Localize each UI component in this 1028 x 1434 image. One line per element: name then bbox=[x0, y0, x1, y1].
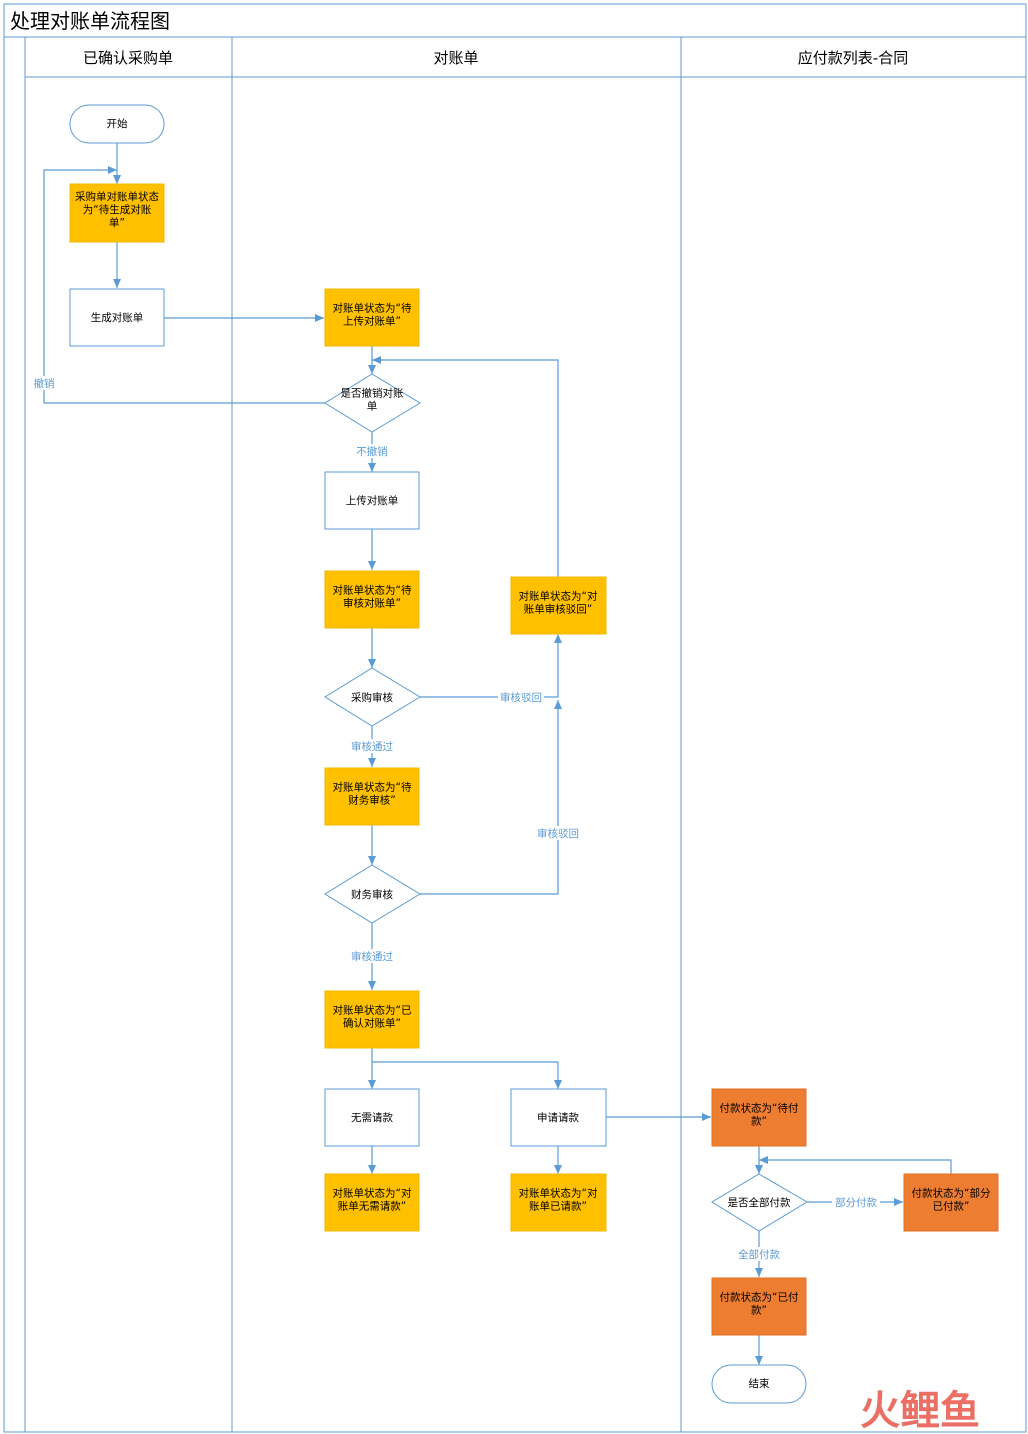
edge-label-full: 全部付款 bbox=[738, 1248, 780, 1261]
paid-box: 付款状态为“已付款” bbox=[711, 1277, 807, 1336]
edge-label-purchase-reject: 审核驳回 bbox=[500, 691, 542, 704]
node-label-confirmed: 对账单状态为“已确认对账单” bbox=[333, 1004, 412, 1030]
po-status-box: 采购单对账单状态为“待生成对账单” bbox=[69, 183, 165, 243]
generate-statement-box: 生成对账单 bbox=[69, 288, 165, 347]
upload-statement-box: 上传对账单 bbox=[324, 471, 420, 530]
partial-paid-box: 付款状态为“部分已付款” bbox=[903, 1173, 999, 1232]
watermark-logo: 火鲤鱼 bbox=[860, 1388, 980, 1434]
revoke-decision: 是否撤销对账单 bbox=[324, 373, 421, 433]
purchase-audit-decision: 采购审核 bbox=[324, 667, 421, 727]
edge-label-not-revoke: 不撤销 bbox=[356, 445, 388, 458]
node-label-end: 结束 bbox=[749, 1377, 770, 1390]
node-label-generate: 生成对账单 bbox=[91, 311, 144, 324]
node-label-rejected: 对账单状态为“对账单审核驳回” bbox=[519, 590, 598, 616]
node-label-pending-pay: 付款状态为“待付款” bbox=[720, 1102, 799, 1128]
pending-audit-box: 对账单状态为“待审核对账单” bbox=[324, 570, 420, 629]
edge-label-partial: 部分付款 bbox=[835, 1196, 877, 1209]
confirmed-status-box: 对账单状态为“已确认对账单” bbox=[324, 990, 420, 1049]
node-label-purchase-audit: 采购审核 bbox=[351, 691, 393, 704]
node-label-requested-status: 对账单状态为“对账单已请款” bbox=[519, 1187, 598, 1213]
edge-label-revoke: 撤销 bbox=[34, 377, 55, 390]
lane-header-payables: 应付款列表-合同 bbox=[798, 49, 908, 67]
requested-status-box: 对账单状态为“对账单已请款” bbox=[510, 1173, 607, 1232]
node-label-pending-audit: 对账单状态为“待审核对账单” bbox=[333, 584, 412, 610]
node-label-all-paid-decision: 是否全部付款 bbox=[728, 1196, 791, 1209]
start-terminator: 开始 bbox=[69, 104, 165, 144]
diagram-title: 处理对账单流程图 bbox=[10, 9, 170, 33]
lane-header-statement: 对账单 bbox=[433, 49, 478, 67]
end-terminator: 结束 bbox=[711, 1364, 807, 1404]
node-label-revoke-decision: 是否撤销对账单 bbox=[341, 387, 404, 413]
rejected-status-box: 对账单状态为“对账单审核驳回” bbox=[510, 576, 607, 635]
node-label-pending-finance: 对账单状态为“待财务审核” bbox=[333, 781, 412, 807]
node-label-no-payment-status: 对账单状态为“对账单无需请款” bbox=[333, 1187, 412, 1213]
node-label-finance-audit: 财务审核 bbox=[351, 888, 393, 901]
node-label-paid: 付款状态为“已付款” bbox=[720, 1291, 799, 1317]
node-label-no-payment: 无需请款 bbox=[351, 1111, 393, 1124]
node-label-po-status: 采购单对账单状态为“待生成对账单” bbox=[75, 190, 159, 229]
node-label-partial-paid: 付款状态为“部分已付款” bbox=[912, 1187, 991, 1213]
no-payment-status-box: 对账单状态为“对账单无需请款” bbox=[324, 1173, 420, 1232]
lane-header-confirmed-po: 已确认采购单 bbox=[83, 49, 173, 67]
pending-upload-box: 对账单状态为“待上传对账单” bbox=[324, 288, 420, 347]
swimlane-frame bbox=[3, 3, 1027, 1433]
node-label-pending-upload: 对账单状态为“待上传对账单” bbox=[333, 302, 412, 328]
node-label-request-payment: 申请请款 bbox=[537, 1111, 579, 1124]
no-payment-box: 无需请款 bbox=[324, 1088, 420, 1147]
edges bbox=[43, 143, 952, 1365]
all-paid-decision: 是否全部付款 bbox=[711, 1173, 808, 1232]
edge-labels: 撤销 不撤销 审核驳回 审核通过 审核驳回 审核通过 部分付款 全部付款 bbox=[32, 376, 880, 1261]
pending-finance-box: 对账单状态为“待财务审核” bbox=[324, 767, 420, 826]
node-label-start: 开始 bbox=[107, 117, 128, 130]
finance-audit-decision: 财务审核 bbox=[324, 864, 421, 924]
request-payment-box: 申请请款 bbox=[510, 1088, 607, 1147]
node-label-upload: 上传对账单 bbox=[346, 494, 399, 507]
watermark-text: 火鲤鱼 bbox=[860, 1388, 980, 1434]
edge-label-finance-reject: 审核驳回 bbox=[537, 827, 579, 840]
pending-pay-box: 付款状态为“待付款” bbox=[711, 1088, 807, 1147]
edge-label-purchase-pass: 审核通过 bbox=[351, 740, 393, 753]
edge-label-finance-pass: 审核通过 bbox=[351, 950, 393, 963]
